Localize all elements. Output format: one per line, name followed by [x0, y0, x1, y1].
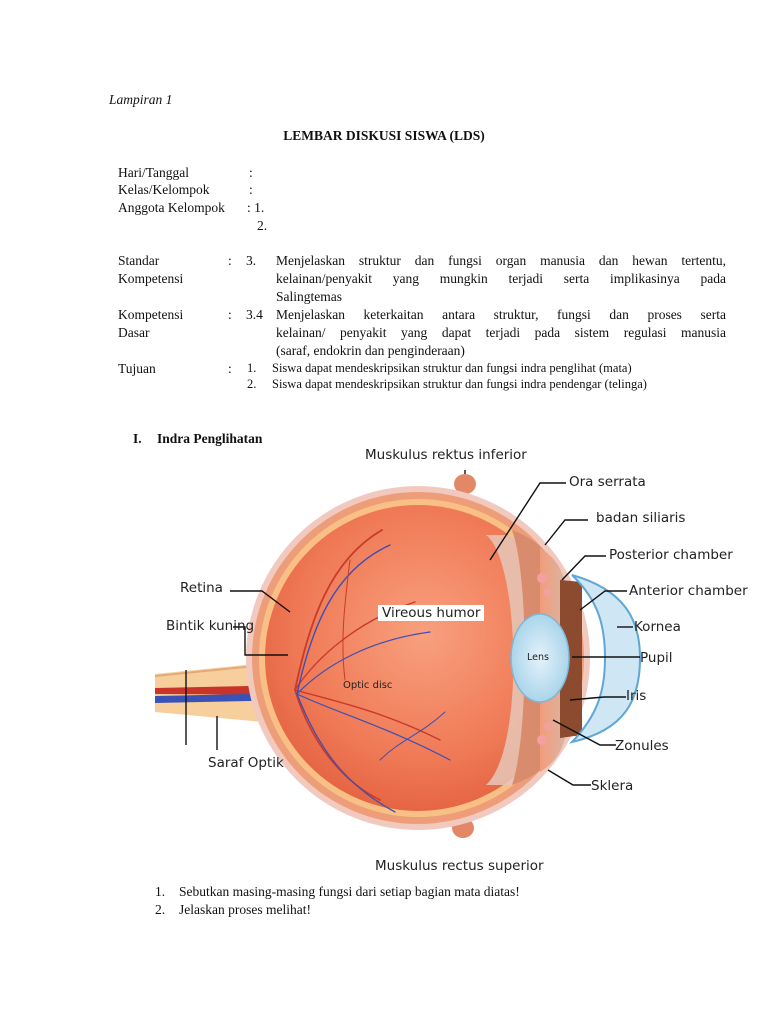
label-optic-disc: Optic disc [343, 680, 392, 691]
label-anterior-chamber: Anterior chamber [629, 583, 748, 599]
label-retina: Retina [180, 580, 223, 596]
label-badan-siliaris: badan siliaris [596, 510, 685, 526]
question-1-number: 1. [155, 884, 165, 900]
label-ora-serrata: Ora serrata [569, 474, 646, 490]
question-1-text: Sebutkan masing-masing fungsi dari setia… [179, 884, 520, 900]
question-2-text: Jelaskan proses melihat! [179, 902, 311, 918]
label-kornea: Kornea [634, 619, 681, 635]
label-muskulus-inferior: Muskulus rektus inferior [365, 447, 527, 463]
label-zonules: Zonules [615, 738, 669, 754]
label-lens: Lens [527, 652, 549, 663]
question-2-number: 2. [155, 902, 165, 918]
label-muskulus-superior: Muskulus rectus superior [375, 858, 544, 874]
label-bintik-kuning: Bintik kuning [166, 618, 254, 634]
label-posterior-chamber: Posterior chamber [609, 547, 733, 563]
label-sklera: Sklera [591, 778, 633, 794]
label-iris: Iris [626, 688, 646, 704]
label-saraf-optik: Saraf Optik [208, 755, 284, 771]
label-pupil: Pupil [640, 650, 673, 666]
label-vireous-humor: Vireous humor [378, 605, 484, 621]
